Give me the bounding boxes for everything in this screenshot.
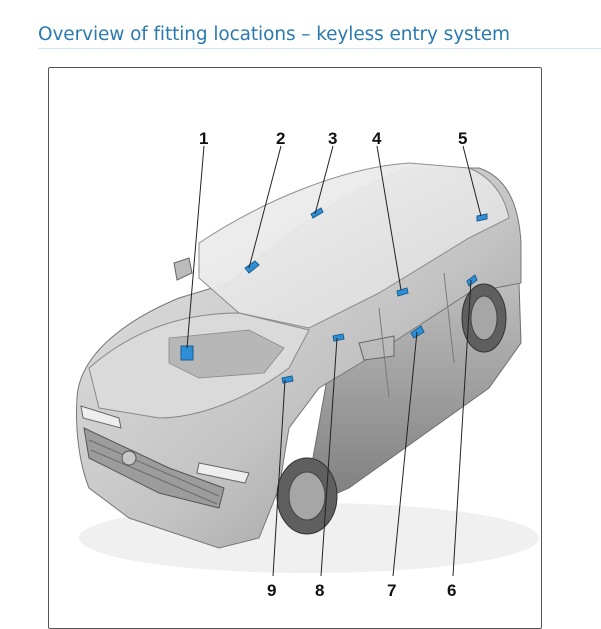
callout-8: 8 xyxy=(315,581,324,600)
door-line-rear xyxy=(443,272,455,364)
callout-3: 3 xyxy=(328,129,337,148)
callout-leader-lines xyxy=(186,145,482,577)
component-4-antenna xyxy=(396,287,409,297)
component-3-antenna xyxy=(310,207,324,219)
component-5-antenna xyxy=(476,213,488,222)
component-6-door-handle xyxy=(466,274,478,287)
callout-7: 7 xyxy=(387,581,396,600)
title-underline xyxy=(38,48,601,49)
headlight-left xyxy=(80,405,122,429)
callout-4: 4 xyxy=(372,129,382,148)
engine-bay xyxy=(168,329,285,379)
brand-emblem xyxy=(121,450,137,466)
car-cabin-glass xyxy=(198,162,510,329)
callout-6: 6 xyxy=(447,581,456,600)
page-header: Overview of fitting locations – keyless … xyxy=(38,24,601,49)
component-1-control-unit xyxy=(180,345,194,361)
side-mirror-left xyxy=(173,257,193,281)
component-8-antenna xyxy=(332,333,345,342)
page-title: Overview of fitting locations – keyless … xyxy=(38,24,510,45)
callout-2: 2 xyxy=(276,129,285,148)
callout-5: 5 xyxy=(458,129,467,148)
callout-1: 1 xyxy=(199,129,208,148)
vehicle-illustration: 1 2 3 4 5 6 7 8 9 xyxy=(76,129,539,600)
headlight-right xyxy=(196,462,250,484)
component-2-antenna xyxy=(244,260,260,274)
callout-9: 9 xyxy=(267,581,276,600)
component-7-door-handle xyxy=(410,325,425,339)
figure-frame: 1 2 3 4 5 6 7 8 9 xyxy=(48,67,542,629)
door-line-front xyxy=(378,307,390,399)
